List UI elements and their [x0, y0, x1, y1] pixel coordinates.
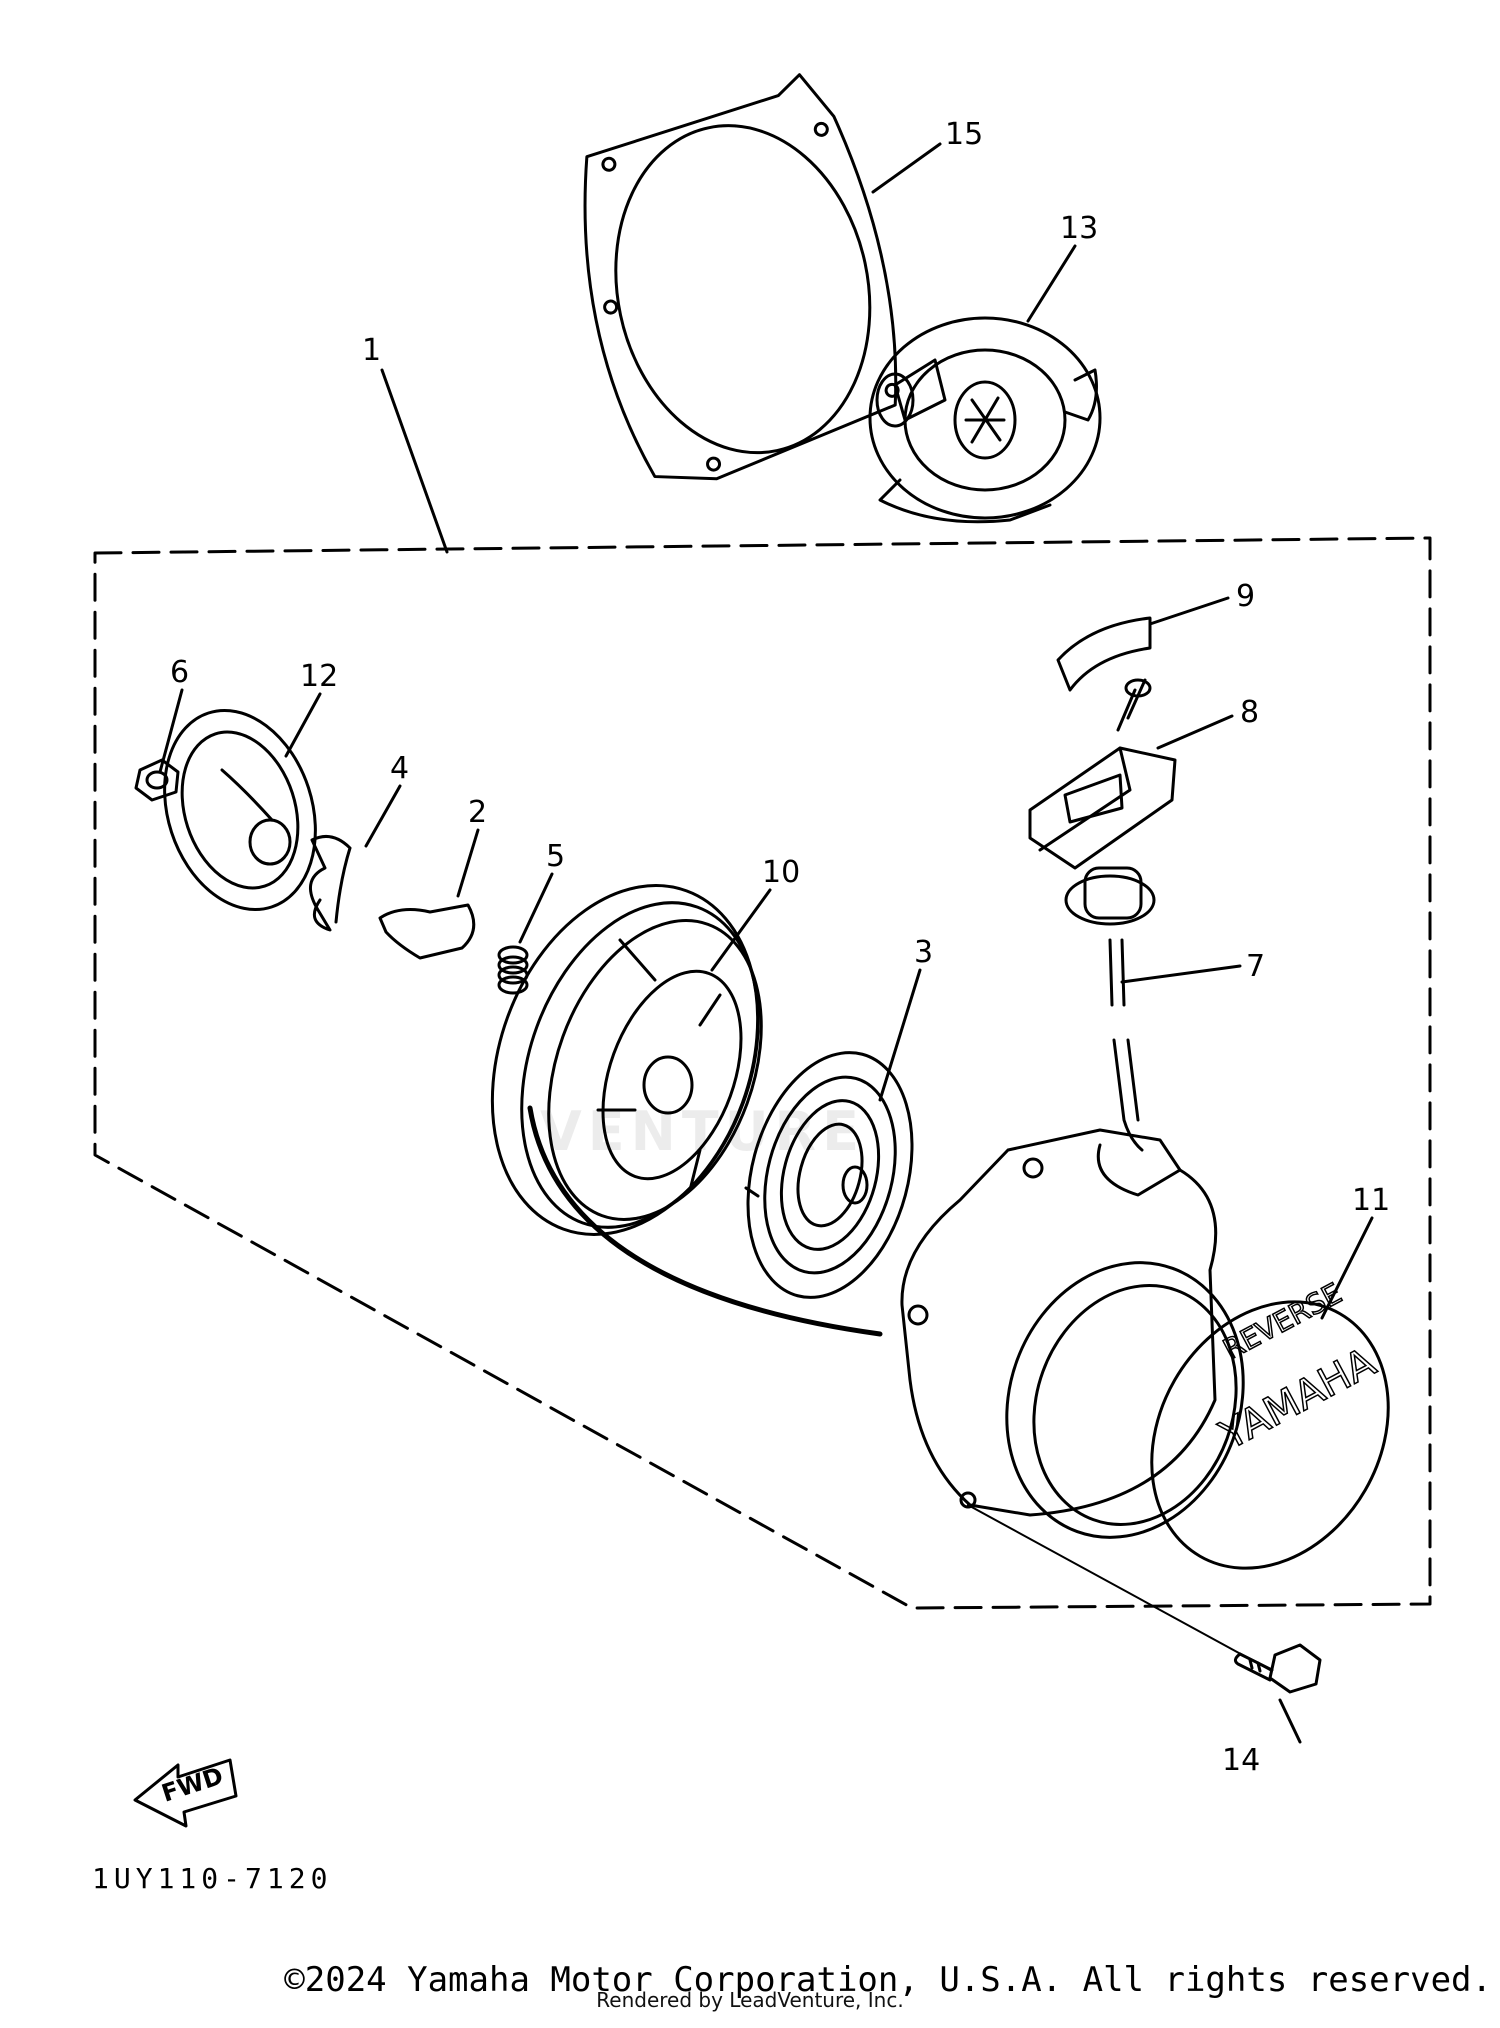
- handle-cap-part-9: [1056, 616, 1152, 692]
- leader-14: [1278, 1698, 1302, 1744]
- leader-8: [1156, 714, 1234, 750]
- reverse-cover-part-11: [1150, 1300, 1390, 1570]
- leader-1: [380, 368, 449, 554]
- callout-8: 8: [1240, 695, 1259, 730]
- callout-7: 7: [1246, 949, 1265, 984]
- spring-part-5: [497, 945, 529, 995]
- drawing-code: 1UY110-7120: [92, 1862, 332, 1895]
- leader-2: [456, 828, 480, 898]
- callout-11: 11: [1352, 1183, 1390, 1218]
- leader-6: [158, 688, 184, 774]
- drive-reel-part-10: [490, 884, 763, 1236]
- assembly-boundary: [93, 536, 1432, 1610]
- callout-2: 2: [468, 795, 487, 830]
- callout-10: 10: [762, 855, 800, 890]
- starter-handle-part-8: [1028, 678, 1177, 926]
- callout-14: 14: [1222, 1743, 1260, 1778]
- callout-9: 9: [1236, 579, 1255, 614]
- leader-11: [1320, 1216, 1374, 1320]
- callout-13: 13: [1060, 211, 1098, 246]
- leader-4: [364, 784, 402, 848]
- callout-15: 15: [945, 117, 983, 152]
- nut-part-6: [134, 758, 180, 802]
- callout-12: 12: [300, 659, 338, 694]
- bolt-part-14: [1233, 1643, 1322, 1694]
- copyright-notice: ©2024 Yamaha Motor Corporation, U.S.A. A…: [284, 1960, 1492, 2000]
- leader-10: [710, 888, 772, 972]
- leader-13: [1026, 244, 1077, 323]
- leader-3: [878, 968, 922, 1102]
- callout-4: 4: [390, 751, 409, 786]
- clip-part-4: [309, 834, 352, 932]
- leader-7: [1120, 964, 1242, 984]
- leader-5: [518, 872, 554, 944]
- callout-1: 1: [362, 333, 381, 368]
- leader-9: [1148, 596, 1230, 626]
- pulley-part-13: [868, 316, 1102, 524]
- pawl-part-2: [378, 903, 476, 960]
- ratchet-guide-part-12: [163, 708, 317, 912]
- leader-12: [284, 692, 322, 758]
- callout-5: 5: [546, 839, 565, 874]
- callout-3: 3: [914, 935, 933, 970]
- gasket-part-15: [583, 73, 900, 481]
- rendered-by-notice: Rendered by LeadVenture, Inc.: [596, 1988, 904, 2012]
- starter-case: [900, 1128, 1245, 1539]
- cover-logo-reverse: REVERSE: [1218, 1277, 1347, 1367]
- callout-6: 6: [170, 655, 189, 690]
- watermark: VENTURE: [540, 1100, 866, 1163]
- leader-15: [871, 142, 942, 194]
- fwd-arrow-icon: [133, 1758, 238, 1828]
- leader-14-bolt-axis: [967, 1504, 1271, 1671]
- recoil-spring-part-3: [744, 1051, 914, 1299]
